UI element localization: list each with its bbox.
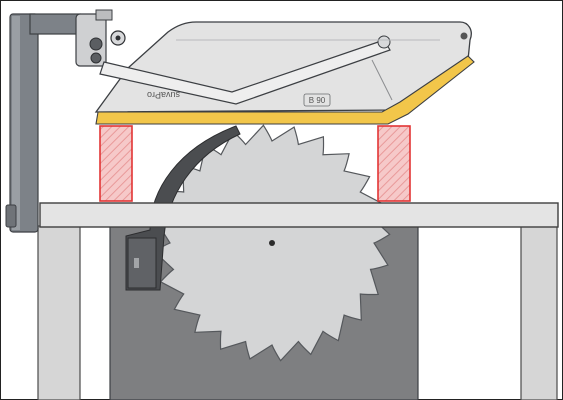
riving-knife bbox=[125, 125, 241, 291]
blade-arbor-bolt bbox=[269, 240, 275, 246]
column-clamp bbox=[5, 204, 17, 228]
guard-model-label: B 90 bbox=[309, 96, 326, 105]
guard-linkage-arm bbox=[99, 39, 391, 105]
support-column bbox=[5, 13, 81, 233]
spacer-block-left bbox=[99, 125, 133, 202]
table-leg-right bbox=[520, 225, 558, 400]
spacer-block-right bbox=[377, 125, 411, 202]
table-leg-left bbox=[37, 225, 81, 400]
guard-brand-label: suvaPro bbox=[147, 90, 180, 100]
guard-yellow-edge bbox=[95, 55, 475, 125]
guard-mount-bracket bbox=[75, 9, 126, 67]
model-badge bbox=[303, 93, 331, 107]
table-top bbox=[39, 202, 559, 228]
saw-blade bbox=[153, 124, 391, 362]
guard-pivot-pin bbox=[460, 32, 468, 40]
support-arm bbox=[29, 13, 81, 35]
bracket-knob bbox=[89, 37, 103, 51]
blade-guard: suvaPro B 90 bbox=[94, 21, 475, 125]
